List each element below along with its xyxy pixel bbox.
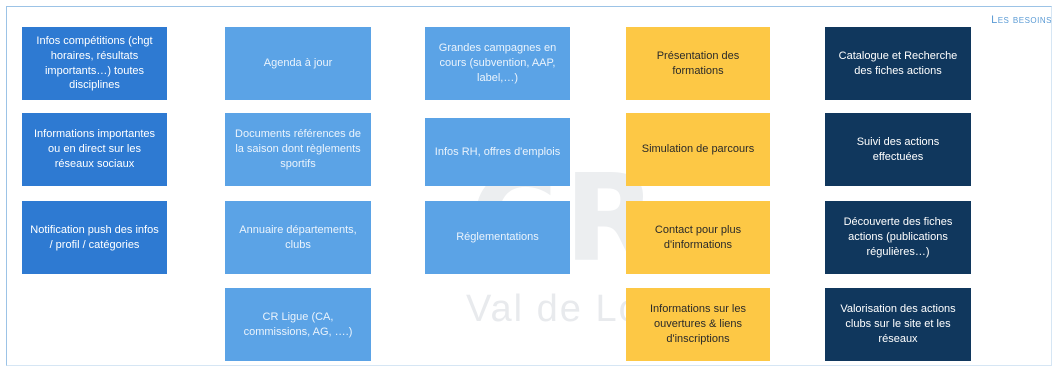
need-box-competition-info: Infos compétitions (chgt horaires, résul…: [22, 27, 167, 100]
need-box-action-discovery: Découverte des fiches actions (publicati…: [825, 201, 971, 274]
diagram-title: Les besoins: [991, 14, 1052, 26]
need-box-hr-jobs: Infos RH, offres d'emplois: [425, 118, 570, 186]
need-box-action-tracking: Suivi des actions effectuées: [825, 113, 971, 186]
need-box-directory: Annuaire départements, clubs: [225, 201, 371, 274]
diagram-frame: [6, 6, 1052, 366]
need-box-path-simulation: Simulation de parcours: [626, 113, 770, 186]
need-box-contact: Contact pour plus d'informations: [626, 201, 770, 274]
need-box-action-promotion: Valorisation des actions clubs sur le si…: [825, 288, 971, 361]
need-box-agenda: Agenda à jour: [225, 27, 371, 100]
need-box-reference-documents: Documents références de la saison dont r…: [225, 113, 371, 186]
need-box-registration-info: Informations sur les ouvertures & liens …: [626, 288, 770, 361]
need-box-regulations: Réglementations: [425, 201, 570, 274]
need-box-action-catalogue: Catalogue et Recherche des fiches action…: [825, 27, 971, 100]
need-box-campaigns: Grandes campagnes en cours (subvention, …: [425, 27, 570, 100]
need-box-league-reports: CR Ligue (CA, commissions, AG, ….): [225, 288, 371, 361]
need-box-social-news: Informations importantes ou en direct su…: [22, 113, 167, 186]
need-box-training-presentation: Présentation des formations: [626, 27, 770, 100]
need-box-push-notifications: Notification push des infos / profil / c…: [22, 201, 167, 274]
